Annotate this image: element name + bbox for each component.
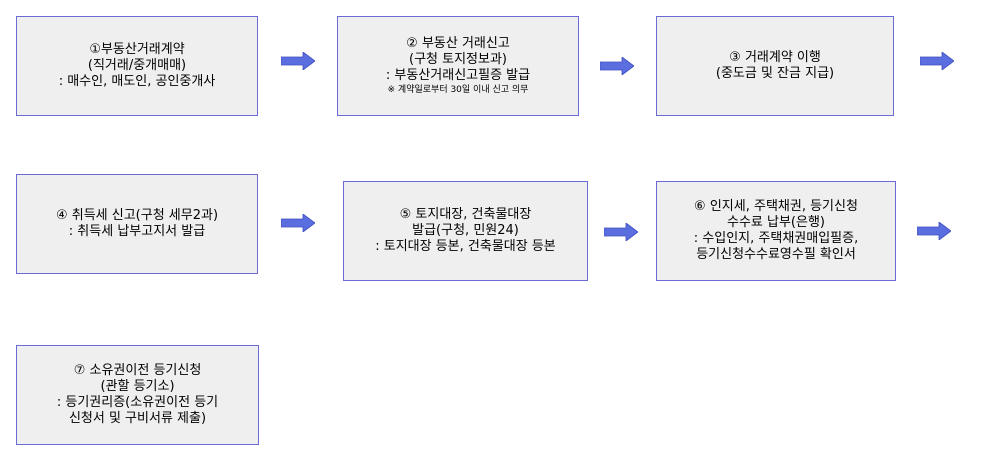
- step-1-box: ①부동산거래계약 (직거래/중개매매) : 매수인, 매도인, 공인중개사: [16, 16, 258, 116]
- arrow-icon-1-2: [281, 52, 315, 70]
- step-7-line-3: : 등기권리증(소유권이전 등기: [56, 395, 219, 410]
- step-2-box: ② 부동산 거래신고 (구청 토지정보과) : 부동산거래신고필증 발급 ※ 계…: [337, 16, 579, 116]
- step-7-line-2: (관할 등기소): [100, 379, 175, 394]
- step-2-line-2: (구청 토지정보과): [409, 52, 507, 67]
- step-5-line-2: 발급(구청, 민원24): [412, 223, 519, 238]
- step-2-note: ※ 계약일로부터 30일 이내 신고 의무: [387, 85, 529, 95]
- arrow-icon-2-3: [600, 57, 634, 75]
- step-4-line-2: : 취득세 납부고지서 발급: [68, 224, 206, 239]
- arrow-icon-6-next: [917, 222, 951, 240]
- step-6-line-1: ⑥ 인지세, 주택채권, 등기신청: [694, 199, 858, 214]
- step-1-line-1: ①부동산거래계약: [89, 42, 185, 57]
- step-1-line-2: (직거래/중개매매): [87, 58, 187, 73]
- step-6-box: ⑥ 인지세, 주택채권, 등기신청 수수료 납부(은행) : 수입인지, 주택채…: [656, 181, 896, 281]
- step-7-box: ⑦ 소유권이전 등기신청 (관할 등기소) : 등기권리증(소유권이전 등기 신…: [16, 345, 259, 445]
- step-6-line-4: 등기신청수수료영수필 확인서: [696, 247, 856, 262]
- step-3-line-2: (중도금 및 잔금 지급): [715, 66, 835, 81]
- step-6-line-2: 수수료 납부(은행): [727, 215, 825, 230]
- step-5-box: ⑤ 토지대장, 건축물대장 발급(구청, 민원24) : 토지대장 등본, 건축…: [343, 181, 588, 281]
- arrow-icon-4-5: [281, 214, 315, 232]
- step-7-line-1: ⑦ 소유권이전 등기신청: [73, 363, 202, 378]
- arrow-icon-5-6: [604, 223, 638, 241]
- step-4-line-1: ④ 취득세 신고(구청 세무2과): [55, 208, 219, 223]
- step-5-line-1: ⑤ 토지대장, 건축물대장: [399, 207, 532, 222]
- step-5-line-3: : 토지대장 등본, 건축물대장 등본: [375, 239, 556, 254]
- step-3-line-1: ③ 거래계약 이행: [729, 50, 821, 65]
- arrow-icon-3-next: [920, 52, 954, 70]
- step-7-line-4: 신청서 및 구비서류 제출): [68, 411, 207, 426]
- step-4-box: ④ 취득세 신고(구청 세무2과) : 취득세 납부고지서 발급: [16, 174, 258, 274]
- step-6-line-3: : 수입인지, 주택채권매입필증,: [693, 231, 859, 246]
- step-1-line-3: : 매수인, 매도인, 공인중개사: [58, 74, 216, 89]
- step-2-line-1: ② 부동산 거래신고: [406, 36, 510, 51]
- step-3-box: ③ 거래계약 이행 (중도금 및 잔금 지급): [656, 16, 894, 116]
- step-2-line-3: : 부동산거래신고필증 발급: [385, 68, 531, 83]
